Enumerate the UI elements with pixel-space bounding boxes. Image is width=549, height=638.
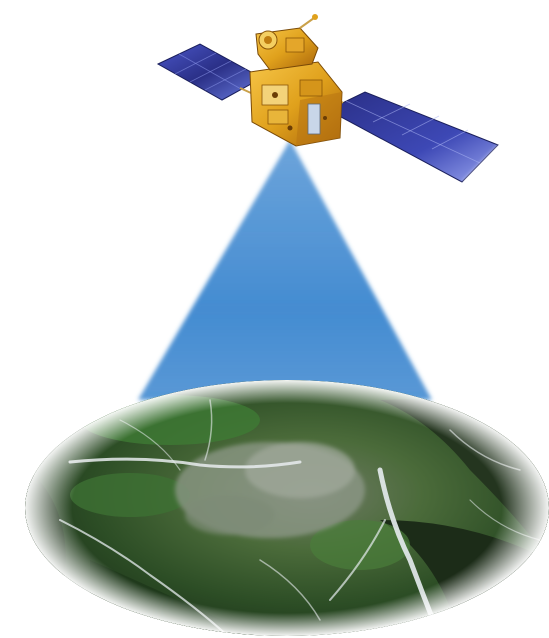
antenna xyxy=(255,14,319,71)
solar-panel-right xyxy=(326,91,505,184)
satellite-icon xyxy=(156,14,505,184)
satellite-body xyxy=(249,61,343,147)
sensor-beam xyxy=(138,140,432,400)
terrain-footprint xyxy=(25,380,549,636)
